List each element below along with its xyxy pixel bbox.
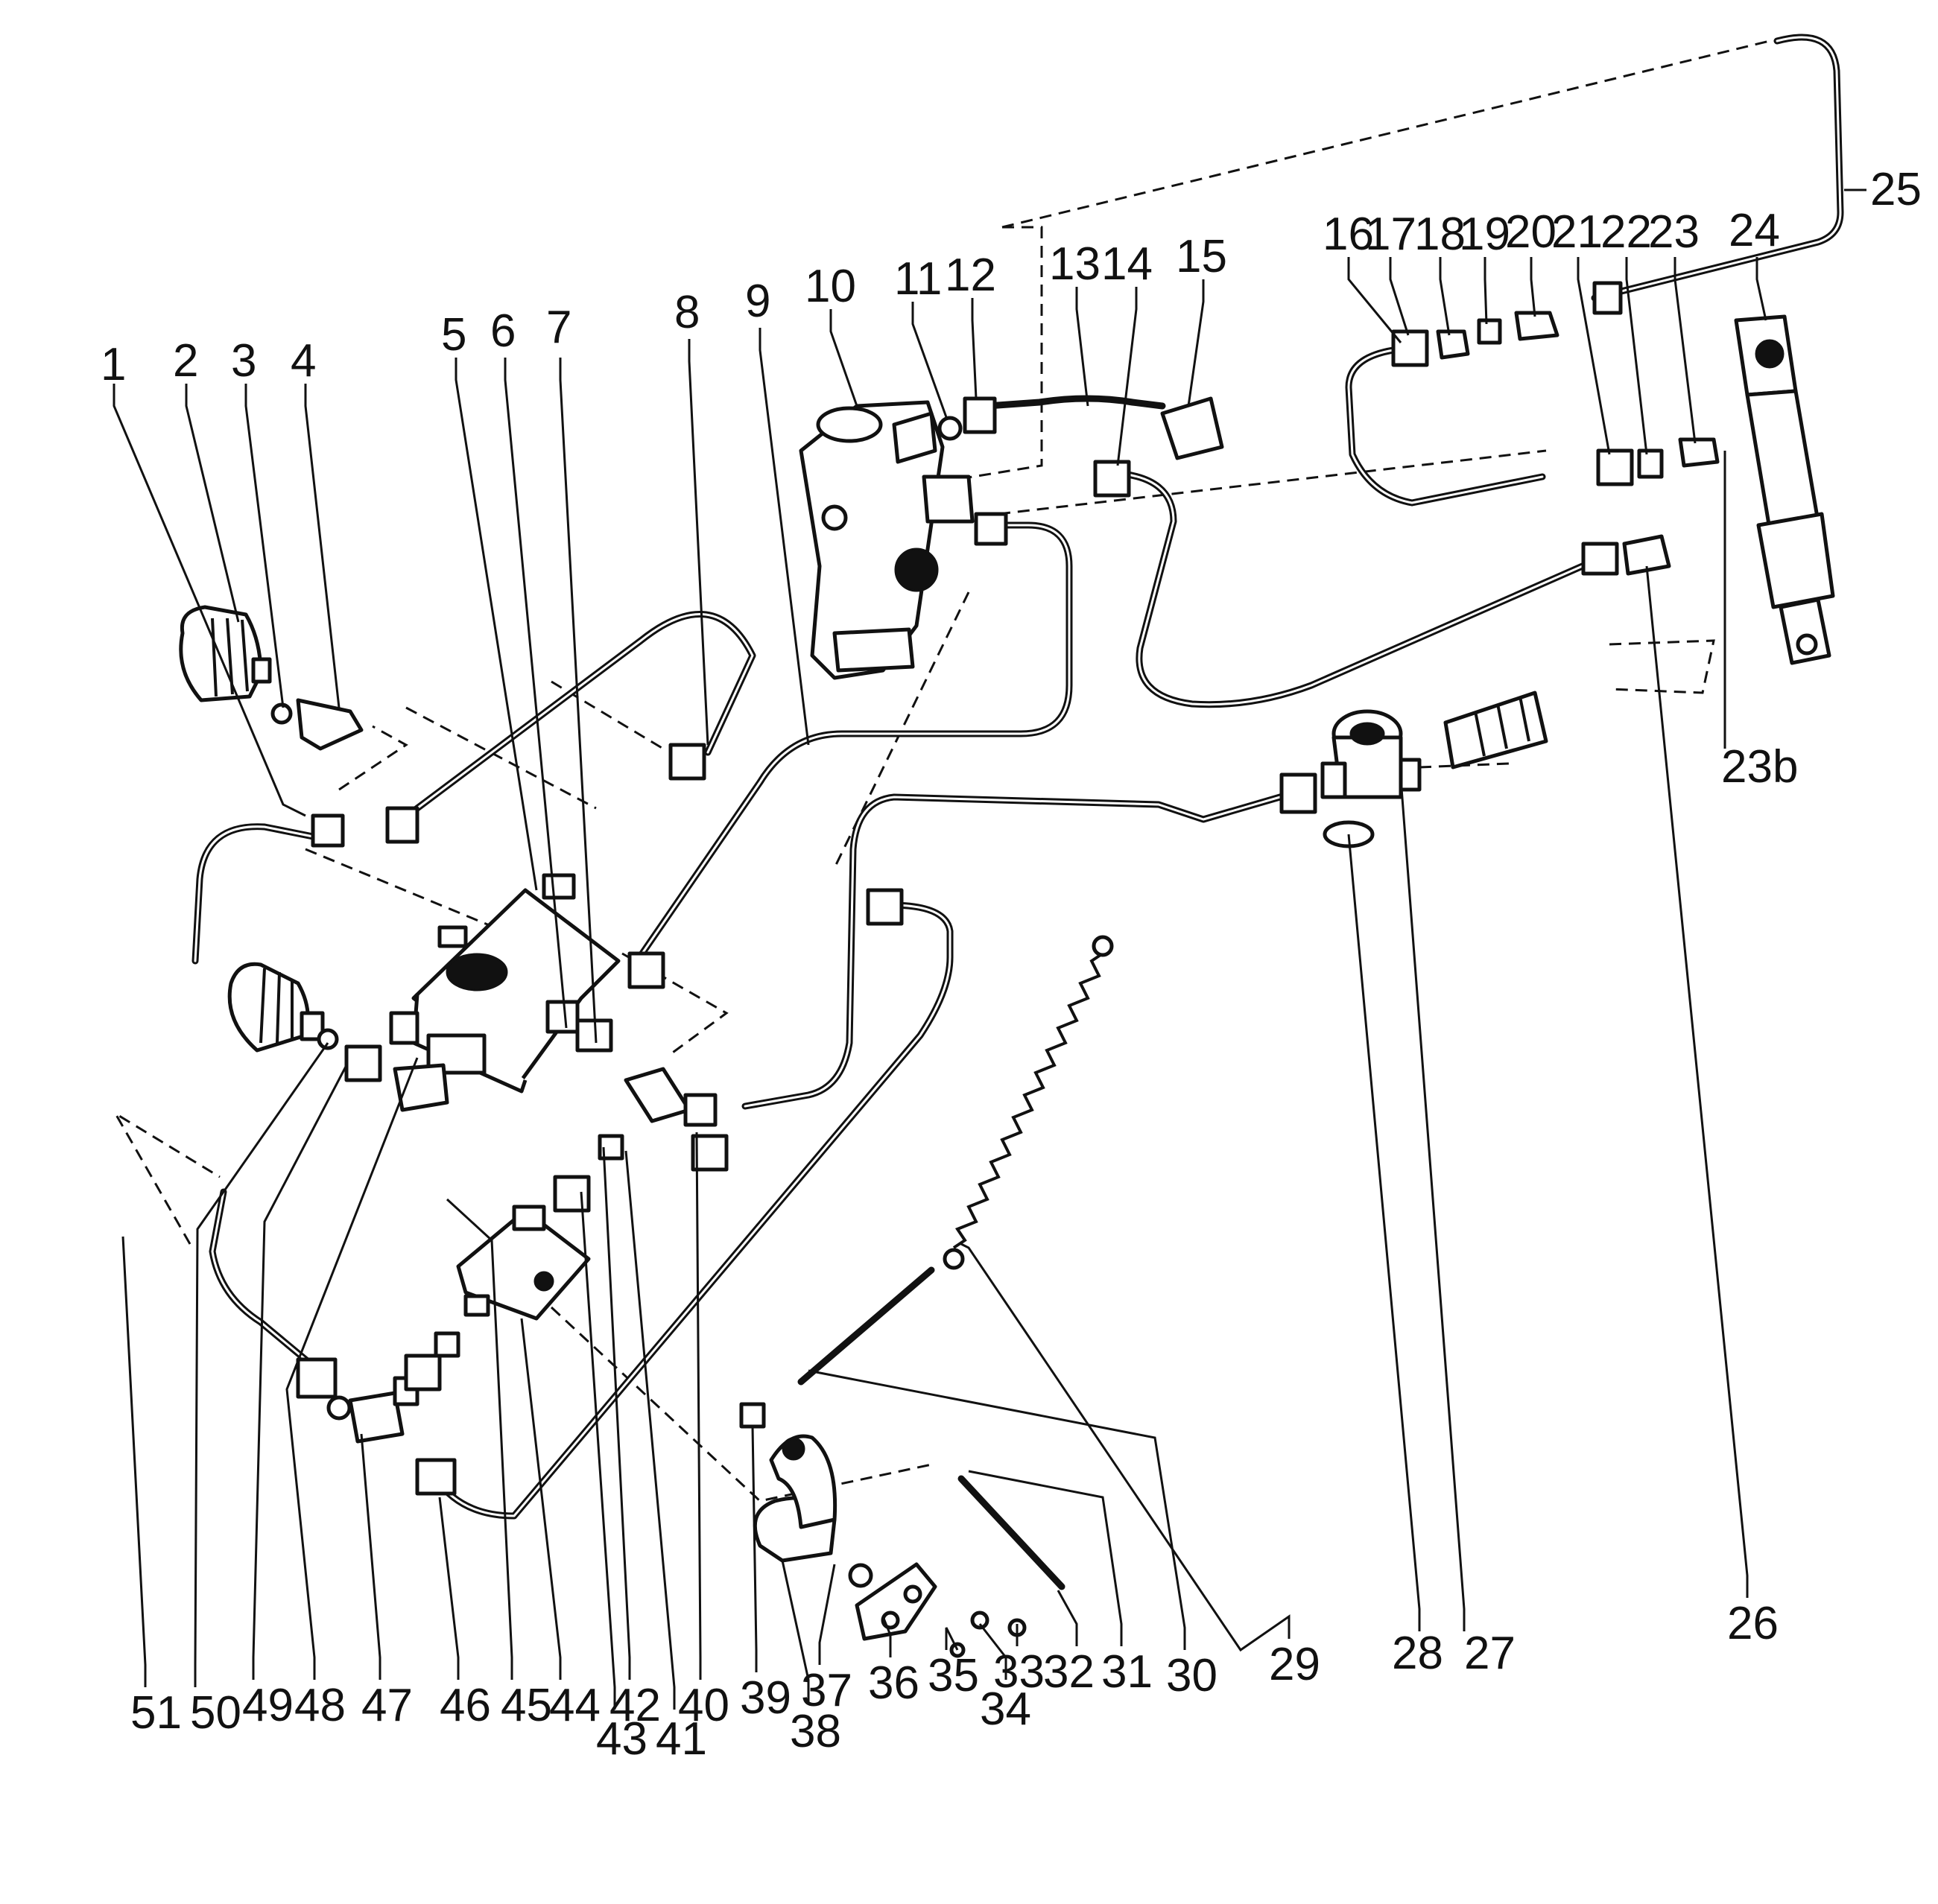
callout-7: 7 — [546, 302, 571, 353]
callout-10: 10 — [805, 261, 856, 312]
cylinder-24 — [1734, 314, 1835, 665]
lower-fittings — [296, 743, 904, 1496]
callout-labels: 1 2 3 4 5 6 7 8 9 10 11 12 13 14 15 16 1… — [101, 164, 1922, 1765]
callout-28: 28 — [1392, 1628, 1443, 1679]
callout-23: 23 — [1648, 206, 1700, 258]
callout-5: 5 — [441, 309, 466, 361]
callout-36: 36 — [868, 1657, 919, 1709]
assembly-guide-lines — [112, 39, 1770, 1502]
callout-49: 49 — [242, 1680, 294, 1731]
callout-35: 35 — [928, 1650, 979, 1701]
callout-26: 26 — [1727, 1598, 1779, 1649]
callout-17: 17 — [1365, 209, 1416, 260]
bracket-38 — [739, 1402, 873, 1588]
valve-body-10 — [799, 400, 975, 680]
callout-12: 12 — [945, 250, 996, 301]
callout-13: 13 — [1049, 238, 1101, 290]
callout-25: 25 — [1870, 164, 1922, 215]
callout-22: 22 — [1600, 206, 1652, 258]
valve-block-lower — [456, 1205, 591, 1321]
spring-29 — [943, 935, 1114, 1270]
pipe-lines — [191, 34, 1844, 1590]
callout-18: 18 — [1414, 209, 1466, 260]
fittings-11-12 — [937, 396, 997, 441]
callout-23b: 23b — [1721, 741, 1798, 793]
callout-2: 2 — [173, 335, 198, 387]
leader-lines — [113, 188, 1866, 1710]
callout-39: 39 — [740, 1672, 791, 1724]
callout-20: 20 — [1505, 206, 1557, 258]
callout-33: 33 — [993, 1646, 1045, 1698]
callout-4: 4 — [291, 335, 316, 387]
callout-21: 21 — [1551, 206, 1603, 258]
callout-11: 11 — [894, 253, 942, 305]
callout-9: 9 — [745, 276, 770, 327]
callout-37: 37 — [801, 1665, 852, 1716]
tap-valve-27 — [1279, 709, 1422, 814]
callout-38: 38 — [790, 1706, 841, 1757]
callout-46: 46 — [440, 1680, 491, 1731]
callout-32: 32 — [1043, 1646, 1095, 1698]
callout-50: 50 — [190, 1687, 241, 1739]
fitting-26 — [1581, 534, 1671, 576]
callout-43: 43 — [596, 1713, 647, 1765]
bracket-36 — [855, 1562, 1027, 1658]
callout-3: 3 — [231, 335, 256, 387]
callout-6: 6 — [490, 305, 516, 357]
bellows-plug-50 — [227, 962, 339, 1053]
callout-45: 45 — [501, 1680, 552, 1731]
valve-block-5 — [411, 873, 621, 1094]
callout-47: 47 — [361, 1680, 413, 1731]
callout-8: 8 — [674, 287, 700, 338]
fittings-16-23 — [1391, 281, 1720, 486]
callout-51: 51 — [130, 1687, 182, 1739]
callout-34: 34 — [980, 1684, 1031, 1735]
callout-31: 31 — [1101, 1646, 1153, 1698]
callout-1: 1 — [101, 339, 126, 390]
callout-40: 40 — [678, 1680, 729, 1731]
callout-48: 48 — [294, 1680, 346, 1731]
callout-30: 30 — [1166, 1650, 1217, 1701]
callout-44: 44 — [549, 1680, 601, 1731]
callout-42: 42 — [609, 1680, 661, 1731]
callout-15: 15 — [1176, 231, 1227, 282]
callout-27: 27 — [1464, 1628, 1516, 1679]
nut-14 — [1093, 460, 1131, 498]
bellows-plug-2 — [179, 605, 364, 751]
callout-19: 19 — [1459, 209, 1510, 260]
knob-15 — [1160, 396, 1224, 460]
bellows-boot — [1443, 691, 1548, 769]
callout-29: 29 — [1269, 1639, 1320, 1690]
callout-24: 24 — [1729, 205, 1780, 256]
callout-14: 14 — [1101, 238, 1153, 290]
callout-16: 16 — [1323, 209, 1374, 260]
callout-41: 41 — [656, 1713, 707, 1765]
nut-9 — [974, 512, 1008, 546]
